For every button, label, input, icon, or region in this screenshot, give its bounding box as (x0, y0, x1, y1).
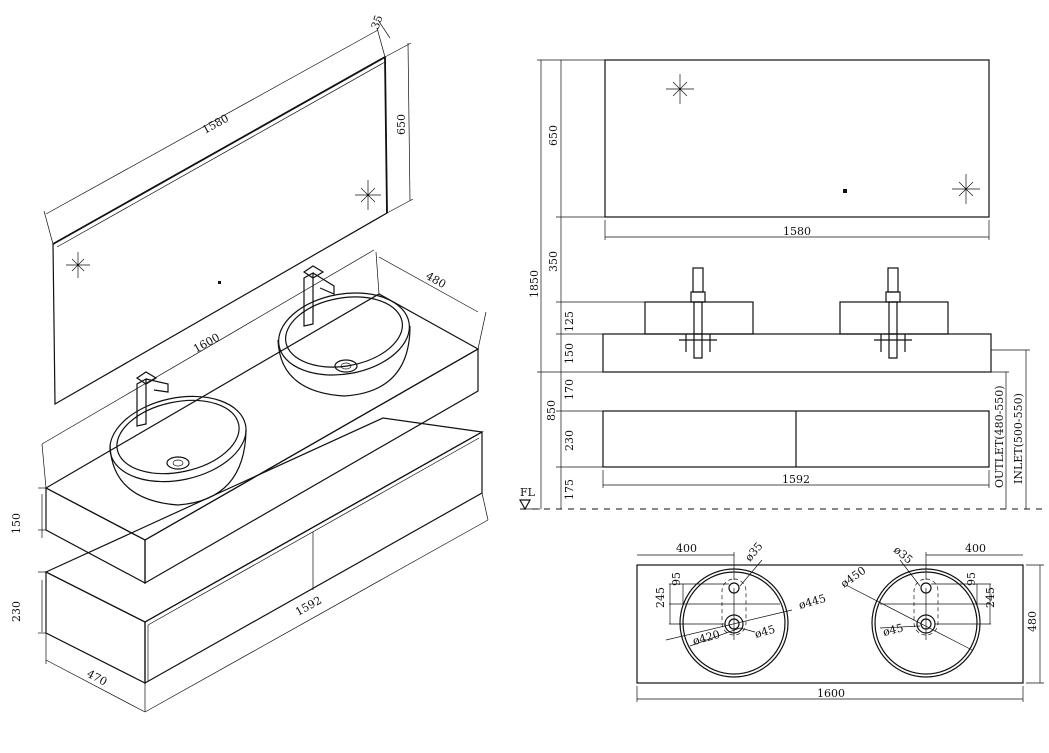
iso-cabinet (38, 417, 489, 713)
iso-top-depth: 480 (424, 269, 449, 291)
front-elevation (518, 59, 1045, 511)
iso-mirror-height: 650 (395, 114, 408, 135)
iso-top-height: 150 (10, 513, 23, 534)
plan-right-outer: ø450 (838, 564, 868, 590)
plan-left-tap-offset: 95 (670, 572, 683, 586)
isometric-view: 35 1580 650 480 1600 150 (10, 13, 489, 713)
plan-left-depth-offset: 245 (654, 587, 667, 608)
front-cabinet-width: 1592 (782, 473, 810, 486)
iso-top-width: 1600 (191, 331, 222, 356)
plan-right-drain: ø45 (882, 621, 905, 639)
front-mirror-width: 1580 (783, 225, 811, 238)
front-top-height: 150 (563, 343, 576, 364)
front-outlet-label: OUTLET(480-550) (993, 385, 1006, 488)
plan-right-offset: 400 (965, 542, 986, 555)
front-inlet-label: INLET(500-550) (1012, 393, 1025, 484)
faucet-icon (302, 265, 335, 327)
front-cabinet-height: 230 (563, 430, 576, 451)
front-basin-left (644, 301, 754, 335)
iso-cabinet-height: 230 (10, 601, 23, 622)
plan-top-depth: 480 (1026, 611, 1039, 632)
faucet-icon (135, 371, 169, 427)
front-gap-above: 350 (547, 251, 560, 272)
plan-view (636, 552, 1044, 702)
plan-left-outer: ø445 (797, 592, 827, 612)
iso-basin-left (109, 371, 247, 506)
front-counter-height: 850 (545, 400, 558, 421)
iso-mirror (43, 19, 414, 406)
iso-mirror-width: 1580 (200, 112, 231, 137)
front-gap-below: 170 (563, 379, 576, 400)
plan-countertop (636, 564, 1024, 684)
plan-right-depth-offset: 245 (984, 587, 997, 608)
sparkle-icon (355, 180, 381, 210)
faucet-icon (874, 267, 912, 359)
front-overall-height: 1850 (528, 270, 541, 298)
front-basin-height: 125 (563, 311, 576, 332)
plan-left-drain: ø45 (753, 623, 776, 641)
plan-top-width: 1600 (817, 687, 845, 700)
iso-countertop (38, 249, 487, 585)
plan-right-tap-offset: 95 (965, 572, 978, 586)
plan-left-inner: ø420 (691, 628, 721, 648)
sparkle-icon (666, 74, 694, 104)
front-countertop (602, 333, 992, 373)
iso-mirror-depth: 35 (369, 13, 386, 31)
front-mirror (604, 59, 990, 218)
sparkle-icon (952, 174, 980, 204)
plan-basin-right (871, 568, 981, 678)
faucet-icon (679, 267, 717, 359)
front-mirror-height: 650 (547, 125, 560, 146)
front-basin-right (839, 301, 949, 335)
plan-left-offset: 400 (676, 542, 697, 555)
iso-basin-right (277, 265, 411, 397)
sparkle-icon (66, 252, 90, 278)
iso-cabinet-depth: 470 (85, 667, 110, 688)
front-floor-label: FL (520, 486, 536, 499)
front-floor-clearance: 175 (563, 479, 576, 500)
plan-right-tap-hole: ø35 (891, 543, 915, 566)
